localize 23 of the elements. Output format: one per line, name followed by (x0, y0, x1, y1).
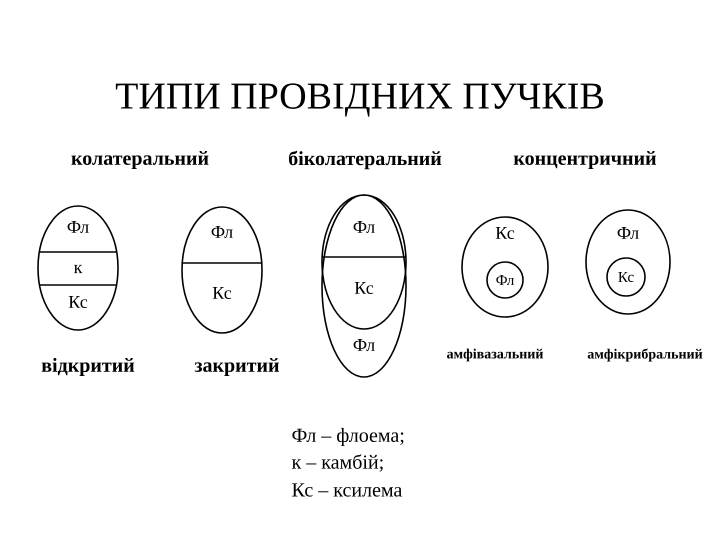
tissue-label: Кс (496, 227, 514, 239)
tissue-label: Фл (354, 339, 375, 351)
tissue-label: Фл (212, 226, 233, 238)
category-label: колатеральний (71, 150, 208, 169)
tissue-label: Кс (354, 282, 374, 294)
type-label: закритий (194, 358, 279, 376)
category-label: біколатеральний (288, 150, 442, 170)
tissue-label: Кс (212, 287, 232, 299)
tissue-label: Фл (68, 221, 89, 233)
legend-line: к – камбій; (292, 454, 383, 472)
tissue-label: Фл (618, 227, 639, 239)
tissue-label: Кс (618, 272, 634, 282)
type-label: амфівазальний (447, 348, 544, 362)
tissue-label: Фл (354, 221, 375, 233)
legend-line: Кс – ксилема (292, 483, 402, 497)
tissue-label: Кс (68, 296, 88, 308)
type-label: відкритий (42, 358, 134, 376)
tissue-label: Фл (496, 275, 514, 285)
title: ТИПИ ПРОВІДНИХ ПУЧКІВ (116, 83, 603, 117)
category-label: концентричний (514, 150, 656, 169)
type-label: амфікрибральний (588, 348, 702, 362)
legend-line: Фл – флоема; (292, 428, 404, 446)
tissue-label: к (74, 264, 82, 274)
